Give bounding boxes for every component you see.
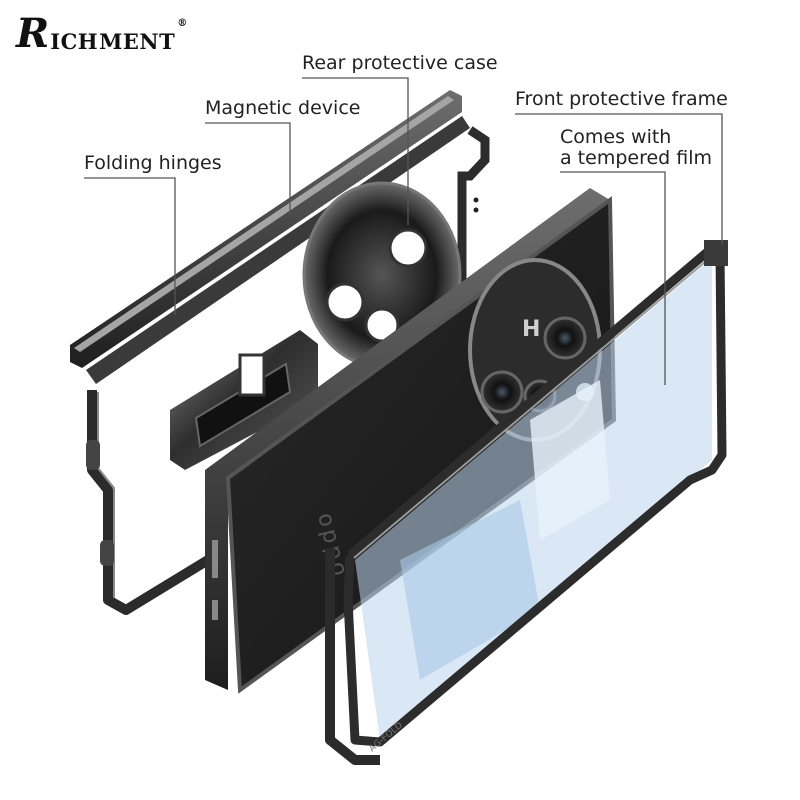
frame-button — [100, 540, 114, 566]
phone-side-button — [212, 540, 218, 578]
richment-logo: R ICH MENT ® — [16, 14, 187, 54]
leader-line-front-frame — [515, 113, 723, 245]
leader-line-magnetic-device — [205, 122, 291, 215]
leader-line-rear-case — [302, 77, 409, 225]
film-tab — [530, 380, 610, 540]
front-protective-frame: AG-FOLD — [325, 240, 728, 765]
registered-mark: ® — [177, 18, 188, 29]
camera-lens — [543, 316, 587, 360]
rear-case-frame-left-edge-shine — [97, 392, 115, 598]
hinge-bar-highlight — [74, 96, 454, 352]
camera-lens — [480, 370, 524, 414]
logo-initial: R — [16, 10, 50, 57]
disk-hole — [325, 282, 365, 322]
front-frame-bottom-rail — [325, 548, 380, 765]
leader-line-tempered-film — [560, 171, 666, 385]
lens-logo: H — [522, 317, 540, 342]
frame-button — [86, 440, 100, 470]
film-tab — [400, 500, 540, 680]
leader-line-folding-hinges — [84, 177, 176, 315]
logo-middle: ICH — [50, 29, 99, 54]
kickstand-tab — [238, 353, 266, 397]
label-magnetic-device: Magnetic device — [205, 97, 361, 119]
label-front-protective-frame: Front protective frame — [515, 88, 728, 110]
kickstand — [170, 330, 318, 470]
label-folding-hinges: Folding hinges — [84, 152, 222, 174]
callout-leader-lines — [84, 77, 723, 385]
frame-screw — [473, 207, 479, 213]
disk-hole — [388, 228, 428, 268]
label-film-line-1: Comes with — [560, 126, 672, 148]
front-frame-corner — [704, 240, 728, 266]
rear-case-frame-outline — [457, 126, 490, 330]
phone-side-button — [212, 600, 218, 620]
label-film-line-2: a tempered film — [560, 147, 713, 169]
logo-end: MENT — [99, 29, 176, 54]
front-frame-shine — [353, 255, 713, 559]
frame-screw — [473, 197, 479, 203]
label-rear-protective-case: Rear protective case — [302, 52, 498, 74]
